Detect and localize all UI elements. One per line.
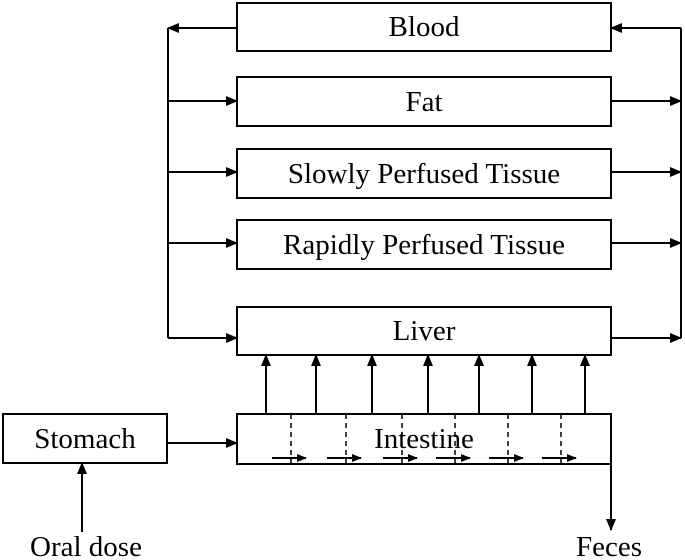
blood-box [236,2,612,52]
rapidly-perfused-label: Rapidly Perfused Tissue [283,229,565,261]
fat-label: Fat [405,86,442,118]
fat-box [236,76,612,127]
stomach-label: Stomach [34,423,136,455]
blood-label: Blood [389,11,460,43]
rapidly-perfused-box [236,219,612,270]
oral-dose-label: Oral dose [30,531,142,560]
intestine-label: Intestine [374,423,474,455]
slowly-perfused-box [236,148,612,199]
feces-label: Feces [576,531,642,560]
liver-label: Liver [393,315,456,347]
slowly-perfused-label: Slowly Perfused Tissue [288,158,560,190]
